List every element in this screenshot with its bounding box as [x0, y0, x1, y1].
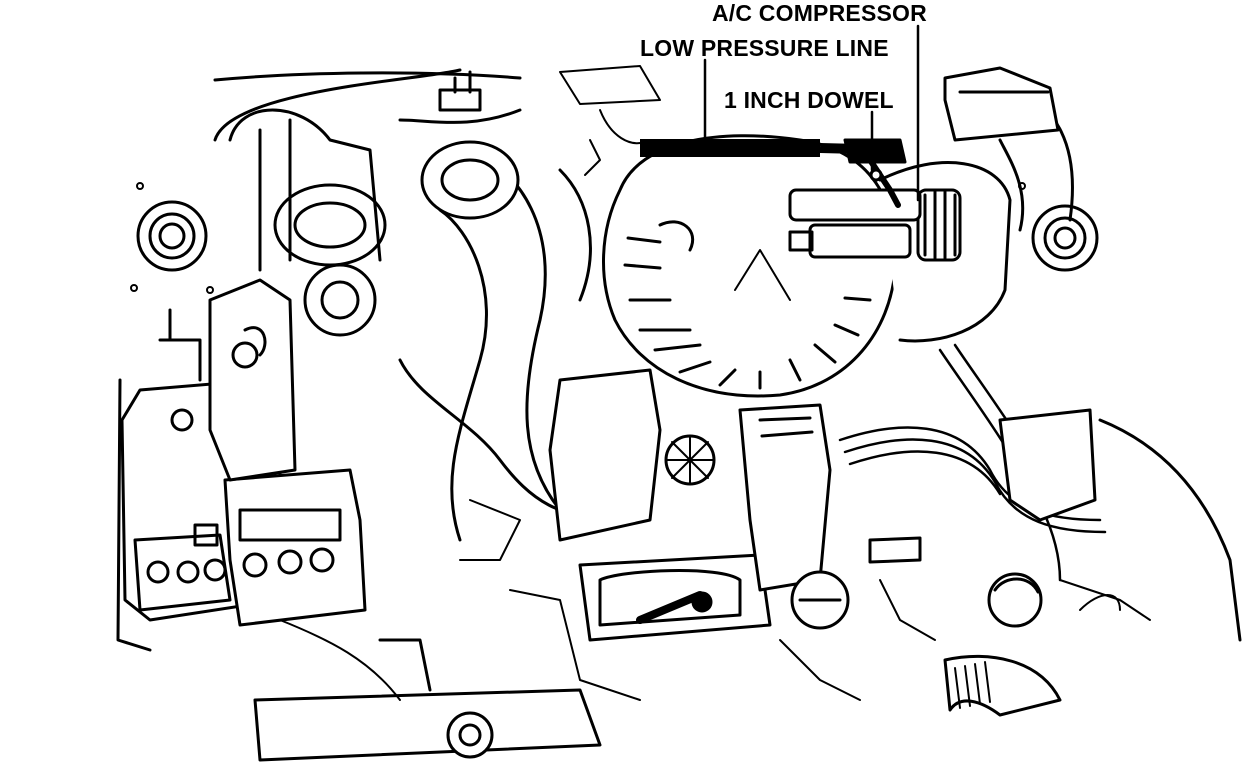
air-cleaner-housing — [602, 134, 898, 398]
engine-detail-lines — [279, 65, 1151, 701]
intake-manifold — [548, 368, 772, 642]
label-low-pressure-line: LOW PRESSURE LINE — [640, 35, 889, 61]
engine-bay-outline — [116, 71, 1242, 652]
coolant-reservoir — [868, 408, 1097, 628]
lower-hose — [943, 654, 1062, 717]
low-pressure-line — [640, 138, 907, 164]
left-grommet — [136, 200, 208, 272]
engine-bracket — [208, 278, 297, 482]
ac-compressor-body — [788, 161, 1012, 343]
canister — [420, 70, 520, 220]
one-inch-dowel — [867, 157, 901, 208]
callout-leader-lines — [703, 24, 920, 202]
label-ac-compressor: A/C COMPRESSOR — [712, 0, 927, 26]
compressor-bracket — [943, 66, 1060, 232]
label-one-inch-dowel: 1 INCH DOWEL — [724, 87, 894, 113]
relay-block-middle — [193, 468, 367, 627]
throttle-body — [228, 108, 387, 337]
distributor-area — [738, 403, 850, 630]
radiator-cap — [253, 638, 602, 762]
oil-filler-cap — [664, 434, 716, 486]
right-grommet — [1031, 204, 1099, 272]
